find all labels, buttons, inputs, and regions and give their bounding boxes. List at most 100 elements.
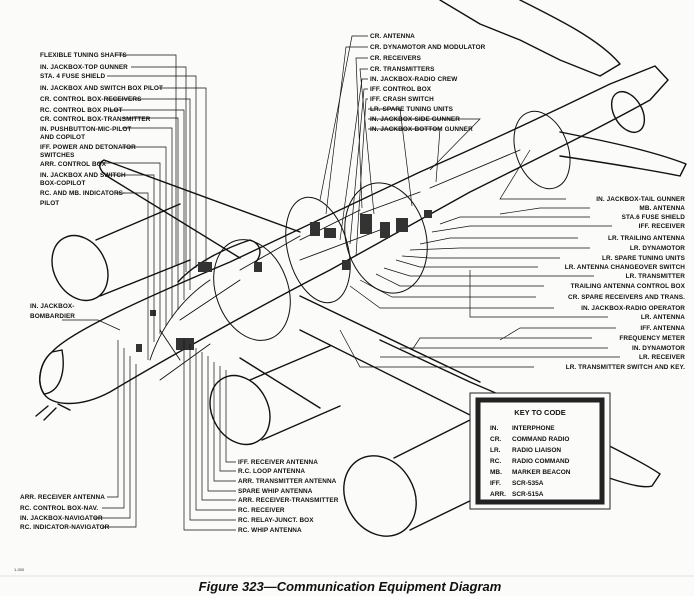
label-rc-indicator-navigator: RC. INDICATOR-NAVIGATOR — [20, 524, 110, 531]
nose-guns — [35, 403, 71, 421]
key-code-rc: RC. — [490, 458, 501, 465]
label-iff-control-box: IFF. CONTROL BOX — [370, 86, 432, 93]
key-meaning-arr: SCR-515A — [512, 491, 544, 498]
label-jackbox-bombardier-cont: BOMBARDIER — [30, 313, 75, 320]
label-lr-dynamotor: LR. DYNAMOTOR — [630, 245, 685, 252]
label-rc-whip-antenna: RC. WHIP ANTENNA — [238, 527, 302, 534]
engine-nacelle-2 — [209, 374, 271, 446]
key-code-mb: MB. — [490, 469, 502, 476]
label-lr-antenna-changeover-switch: LR. ANTENNA CHANGEOVER SWITCH — [565, 264, 686, 271]
label-cr-dynamotor-modulator: CR. DYNAMOTOR AND MODULATOR — [370, 44, 486, 51]
label-arr-receiver-transmitter: ARR. RECEIVER-TRANSMITTER — [238, 497, 339, 504]
vertical-stabilizer — [439, 0, 621, 77]
engine-nacelle-1 — [51, 234, 109, 302]
wing-upper — [99, 159, 301, 259]
cutaway-1 — [213, 239, 291, 341]
cutaway-3 — [344, 182, 428, 294]
key-code-lr: LR. — [490, 447, 501, 454]
key-code-in: IN. — [490, 425, 499, 432]
label-mb-antenna: MB. ANTENNA — [639, 205, 685, 212]
label-jackbox-radio-operator: IN. JACKBOX-RADIO OPERATOR — [581, 305, 685, 312]
label-jackbox-bombardier: IN. JACKBOX- — [30, 303, 75, 310]
internal-wiring — [149, 149, 521, 381]
label-rc-relay-junct-box: RC. RELAY-JUNCT. BOX — [238, 517, 314, 524]
label-cr-receivers: CR. RECEIVERS — [370, 55, 422, 62]
label-iff-crash-switch: IFF. CRASH SWITCH — [370, 96, 434, 103]
label-cr-spare-receivers-trans: CR. SPARE RECEIVERS AND TRANS. — [568, 294, 685, 301]
label-jackbox-side-gunner: IN. JACKBOX-SIDE GUNNER — [370, 116, 460, 123]
label-cr-antenna: CR. ANTENNA — [370, 33, 415, 40]
right-labels: IN. JACKBOX-TAIL GUNNER MB. ANTENNA STA.… — [565, 196, 686, 371]
label-lr-spare-tuning-units-right: LR. SPARE TUNING UNITS — [602, 255, 686, 262]
equipment-boxes — [136, 210, 432, 352]
label-flexible-tuning-shafts: FLEXIBLE TUNING SHAFTS — [40, 52, 127, 59]
label-pushbutton-mic: IN. PUSHBUTTON-MIC-PILOT — [40, 126, 131, 133]
label-cr-control-box-transmitter: CR. CONTROL BOX-TRANSMITTER — [40, 116, 151, 123]
label-lr-receiver: LR. RECEIVER — [639, 354, 685, 361]
key-meaning-lr: RADIO LIAISON — [512, 447, 561, 454]
label-arr-receiver-antenna: ARR. RECEIVER ANTENNA — [20, 494, 105, 501]
key-meaning-cr: COMMAND RADIO — [512, 436, 569, 443]
label-jackbox-top-gunner: IN. JACKBOX-TOP GUNNER — [40, 64, 128, 71]
label-jackbox-switch-copilot: IN. JACKBOX AND SWITCH — [40, 172, 126, 179]
bottom-center-labels: IFF. RECEIVER ANTENNA R.C. LOOP ANTENNA … — [238, 459, 339, 534]
label-arr-transmitter-antenna: ARR. TRANSMITTER ANTENNA — [238, 478, 337, 485]
label-sta4-fuse-shield: STA. 4 FUSE SHIELD — [40, 73, 106, 80]
label-jackbox-switch-copilot-cont: BOX-COPILOT — [40, 180, 85, 187]
key-meaning-iff: SCR-535A — [512, 480, 544, 487]
label-arr-control-box: ARR. CONTROL BOX — [40, 161, 107, 168]
label-lr-transmitter: LR. TRANSMITTER — [626, 273, 686, 280]
key-meaning-rc: RADIO COMMAND — [512, 458, 570, 465]
label-iff-receiver: IFF. RECEIVER — [639, 223, 686, 230]
engine-nacelle-3 — [343, 455, 417, 537]
engine-nacelle-4 — [610, 91, 646, 133]
label-lr-trailing-antenna: LR. TRAILING ANTENNA — [608, 235, 685, 242]
bottom-left-labels: ARR. RECEIVER ANTENNA RC. CONTROL BOX-NA… — [20, 494, 110, 531]
left-labels: FLEXIBLE TUNING SHAFTS IN. JACKBOX-TOP G… — [30, 52, 163, 320]
label-jackbox-tail-gunner: IN. JACKBOX-TAIL GUNNER — [596, 196, 685, 203]
label-trailing-antenna-control-box: TRAILING ANTENNA CONTROL BOX — [571, 283, 686, 290]
label-rc-control-box-nav: RC. CONTROL BOX-NAV. — [20, 505, 98, 512]
key-code-arr: ARR. — [490, 491, 506, 498]
label-jackbox-navigator: IN. JACKBOX-NAVIGATOR — [20, 515, 103, 522]
label-rc-receiver: RC. RECEIVER — [238, 507, 285, 514]
top-labels: CR. ANTENNA CR. DYNAMOTOR AND MODULATOR … — [370, 33, 486, 133]
fuselage-outline — [39, 65, 669, 405]
label-jackbox-switch-box-pilot: IN. JACKBOX AND SWITCH BOX PILOT — [40, 85, 163, 92]
nose-glazing — [39, 349, 64, 395]
key-code-cr: CR. — [490, 436, 501, 443]
key-title: KEY TO CODE — [514, 408, 565, 417]
aircraft-drawing — [35, 0, 687, 537]
label-spare-whip-antenna: SPARE WHIP ANTENNA — [238, 488, 313, 495]
label-lr-spare-tuning-units-top: LR. SPARE TUNING UNITS — [370, 106, 454, 113]
cutaway-tail — [513, 110, 571, 190]
label-iff-receiver-antenna: IFF. RECEIVER ANTENNA — [238, 459, 318, 466]
label-rc-mb-indicators-cont: PILOT — [40, 200, 59, 207]
horizontal-stabilizer — [559, 131, 687, 177]
label-lr-transmitter-switch-key: LR. TRANSMITTER SWITCH AND KEY. — [566, 364, 685, 371]
label-jackbox-radio-crew: IN. JACKBOX-RADIO CREW — [370, 76, 458, 83]
label-frequency-meter: FREQUENCY METER — [619, 335, 685, 342]
label-sta6-fuse-shield: STA.6 FUSE SHIELD — [622, 214, 686, 221]
label-cr-control-box-receivers: CR. CONTROL BOX-RECEIVERS — [40, 96, 142, 103]
label-rc-loop-antenna: R.C. LOOP ANTENNA — [238, 468, 305, 475]
label-cr-transmitters: CR. TRANSMITTERS — [370, 66, 435, 73]
label-in-dynamotor: IN. DYNAMOTOR — [632, 345, 685, 352]
key-meaning-in: INTERPHONE — [512, 425, 555, 432]
key-to-code: KEY TO CODE IN. INTERPHONE CR. COMMAND R… — [469, 392, 611, 510]
label-pushbutton-mic-cont: AND COPILOT — [40, 134, 85, 141]
label-lr-antenna: LR. ANTENNA — [641, 314, 685, 321]
label-iff-power-detonator: IFF. POWER AND DETONATOR — [40, 144, 136, 151]
label-rc-control-box-pilot: RC. CONTROL BOX PILOT — [40, 107, 123, 114]
label-iff-power-detonator-cont: SWITCHES — [40, 152, 75, 159]
label-iff-antenna: IFF. ANTENNA — [640, 325, 685, 332]
leader-lines — [62, 35, 620, 531]
label-jackbox-bottom-gunner: IN. JACKBOX-BOTTOM GUNNER — [370, 126, 473, 133]
key-meaning-mb: MARKER BEACON — [512, 469, 571, 476]
figure-caption: Figure 323—Communication Equipment Diagr… — [199, 579, 502, 594]
key-code-iff: IFF. — [490, 480, 501, 487]
label-rc-mb-indicators: RC. AND MB. INDICATORS- — [40, 190, 125, 197]
plate-number: 1-300 — [14, 567, 25, 572]
